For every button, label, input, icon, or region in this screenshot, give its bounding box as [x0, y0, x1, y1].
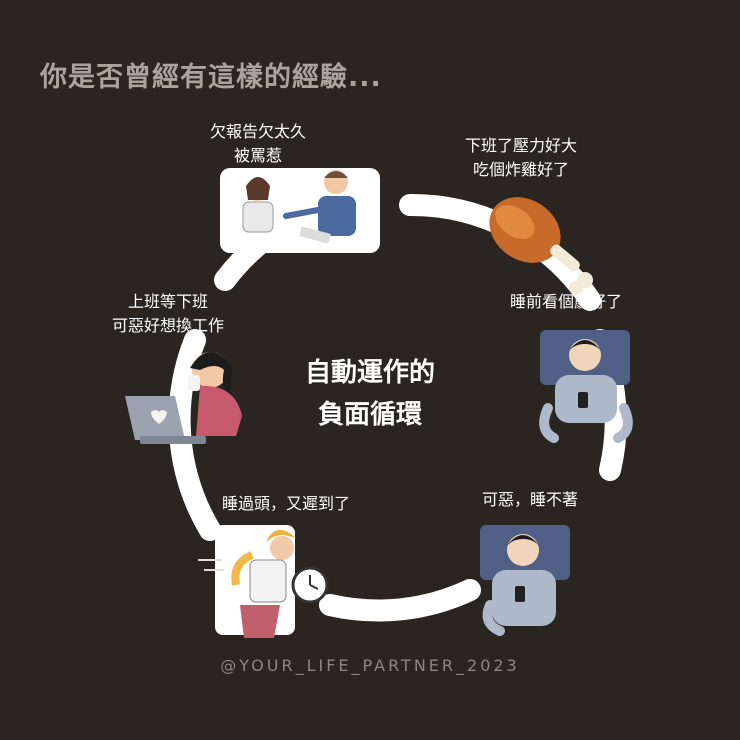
- scolding-illustration: [220, 168, 380, 253]
- step-caption-4: 可惡，睡不著: [482, 488, 578, 512]
- step-3-line-1: 睡前看個劇好了: [510, 292, 623, 311]
- step-1-line-2: 被罵惹: [234, 146, 283, 165]
- step-caption-3: 睡前看個劇好了: [510, 290, 622, 314]
- step-6-line-1: 上班等下班: [128, 292, 209, 311]
- page-title: 你是否曾經有這樣的經驗...: [40, 62, 382, 93]
- bored-worker-illustration: [125, 352, 242, 444]
- fried-chicken-illustration: [489, 197, 593, 295]
- phone-in-bed-illustration: [539, 330, 633, 443]
- cant-sleep-illustration: [480, 525, 570, 636]
- step-2-line-1: 下班了壓力好大: [465, 136, 578, 155]
- cycle-arc-bottom: [319, 579, 481, 622]
- step-4-line-1: 可惡，睡不著: [482, 490, 579, 509]
- center-line-1: 自動運作的: [304, 358, 435, 388]
- center-line-2: 負面循環: [317, 400, 422, 430]
- step-caption-6: 上班等下班 可惡好想換工作: [112, 290, 224, 338]
- step-caption-5: 睡過頭，又遲到了: [222, 492, 350, 516]
- late-runner-illustration: [198, 525, 329, 638]
- step-caption-1: 欠報告欠太久 被罵惹: [210, 120, 306, 168]
- step-2-line-2: 吃個炸雞好了: [473, 160, 570, 179]
- step-5-line-1: 睡過頭，又遲到了: [222, 494, 351, 513]
- footer-handle: @YOUR_LIFE_PARTNER_2023: [220, 656, 520, 675]
- step-1-line-1: 欠報告欠太久: [210, 122, 307, 141]
- cycle-center-label: 自動運作的 負面循環: [270, 352, 470, 436]
- step-caption-2: 下班了壓力好大 吃個炸雞好了: [465, 134, 577, 182]
- step-6-line-2: 可惡好想換工作: [112, 316, 225, 335]
